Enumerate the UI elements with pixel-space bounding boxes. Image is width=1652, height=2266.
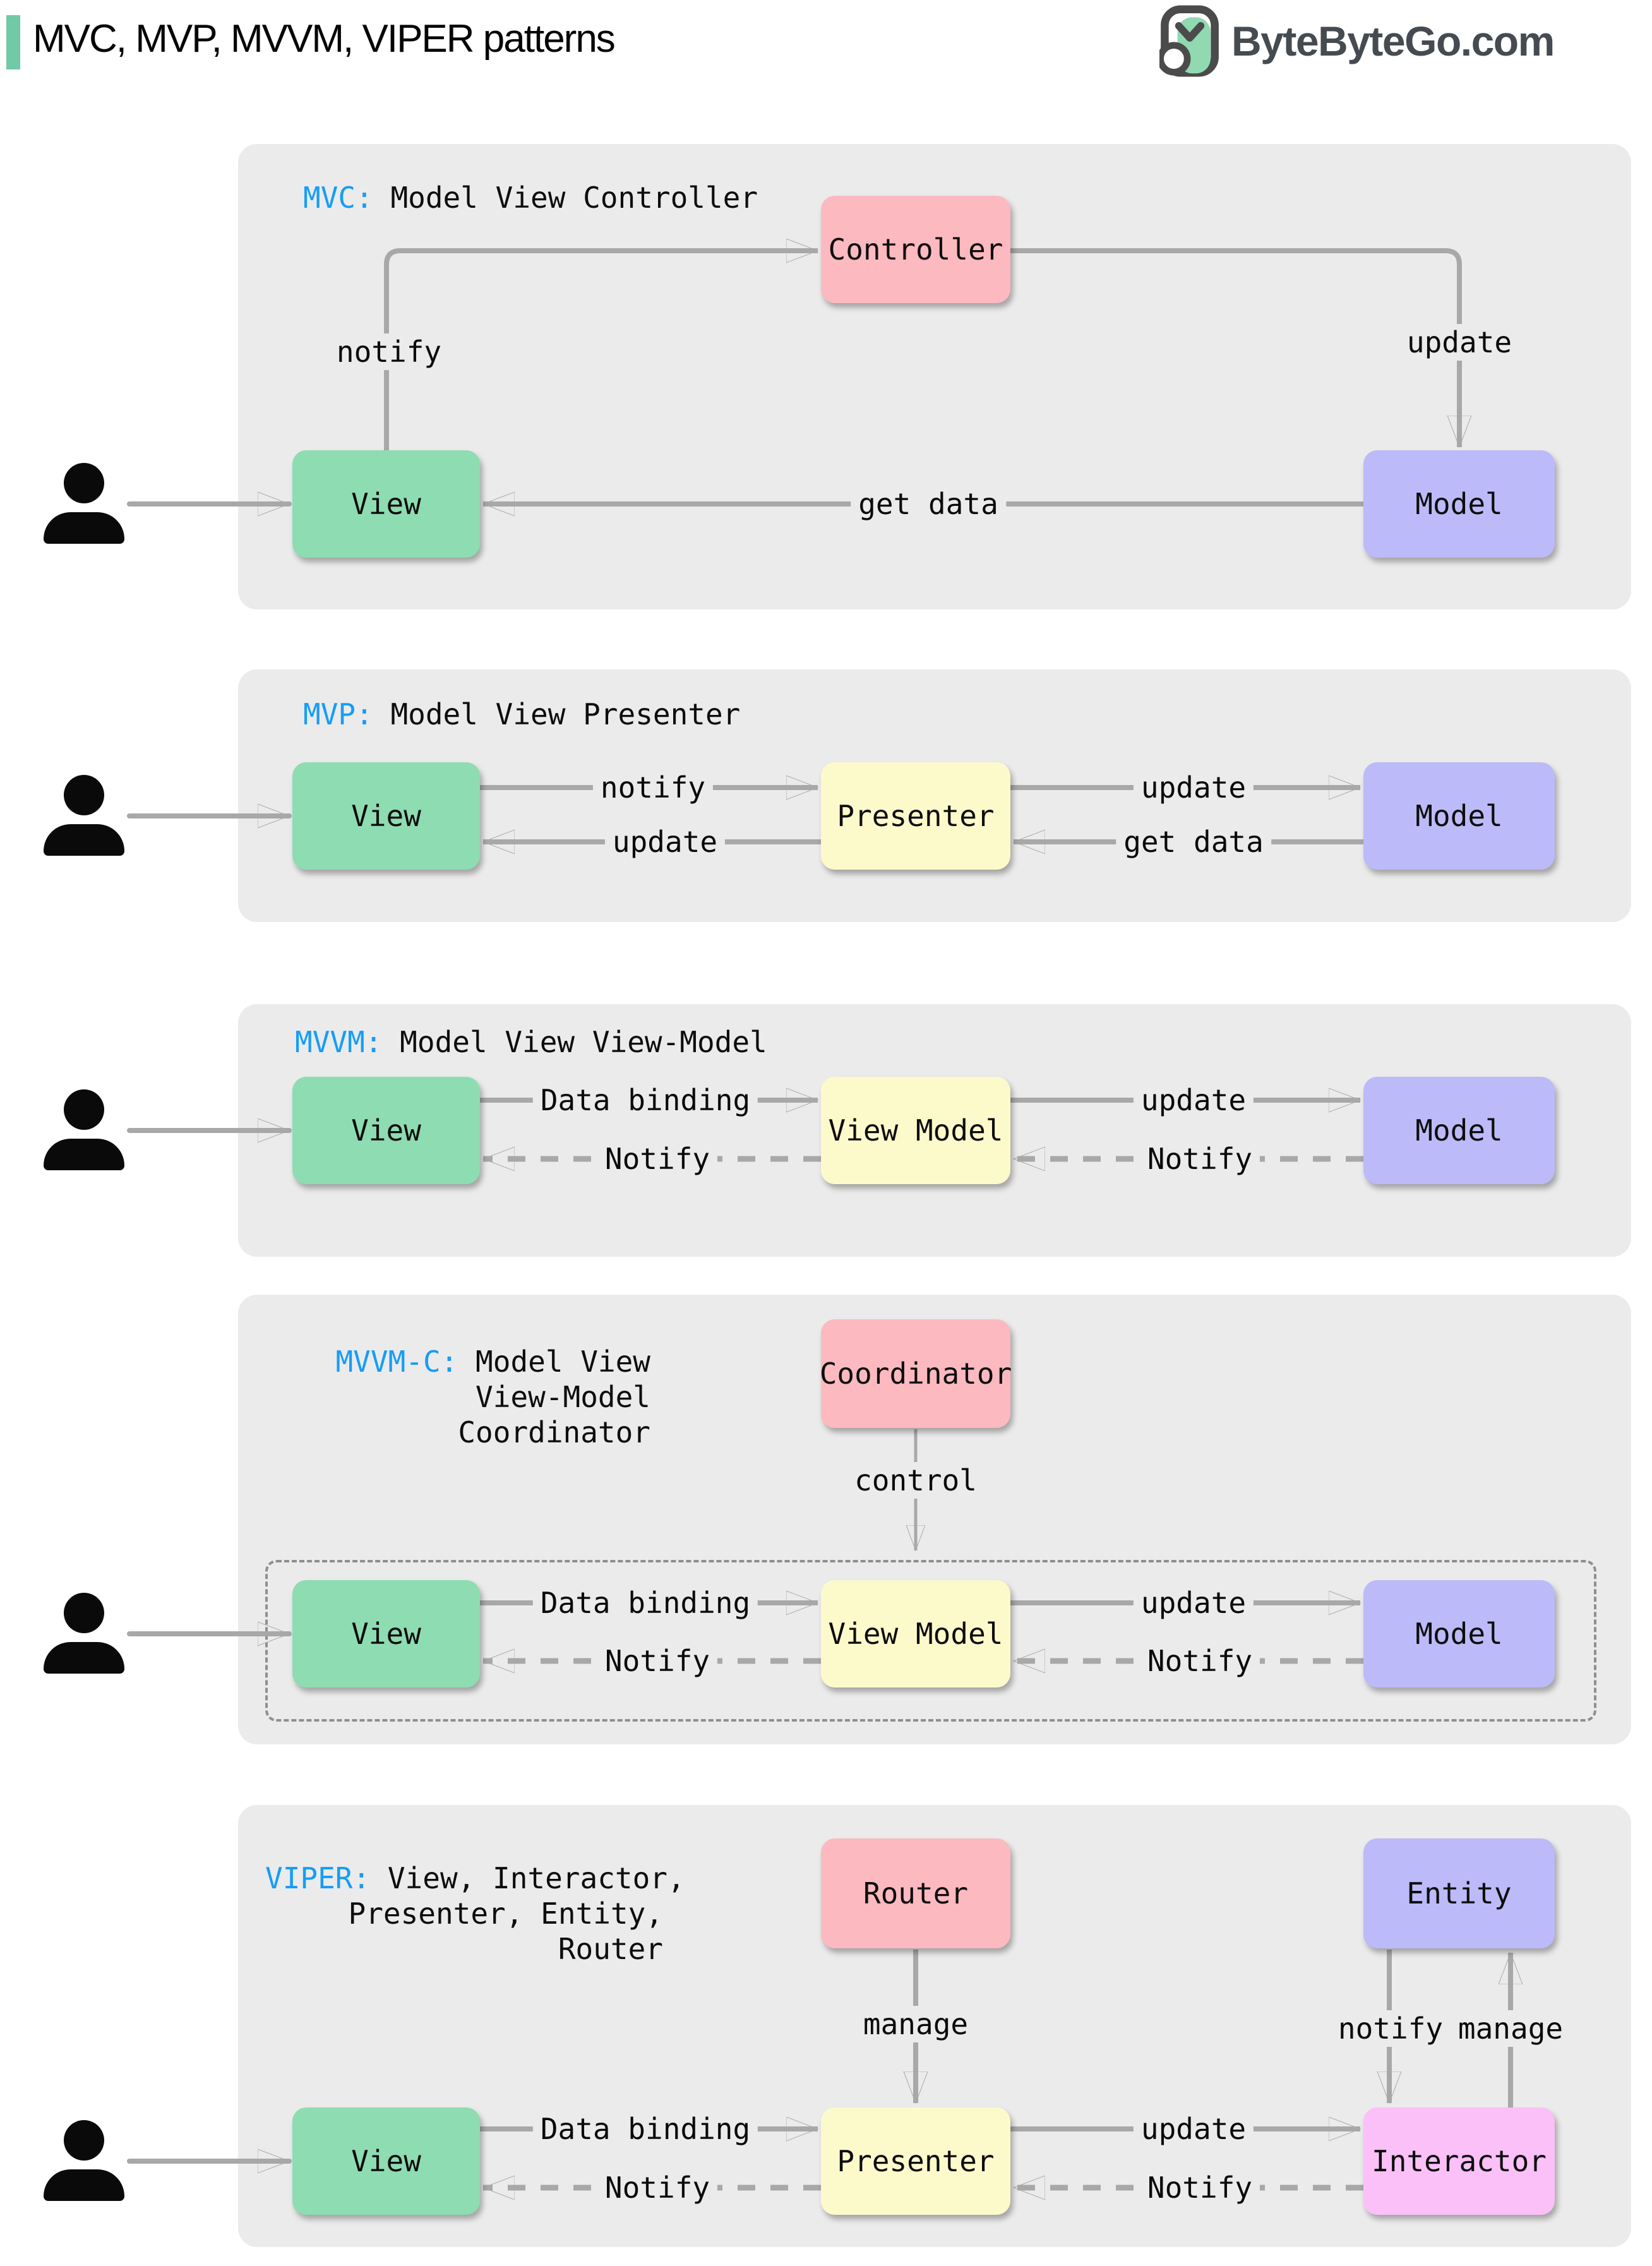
user-body: [44, 512, 124, 544]
box-mvvmc-view: View: [292, 1580, 480, 1688]
box-mvvm-model: Model: [1363, 1077, 1555, 1184]
user-head: [64, 1593, 104, 1633]
box-mvvmc-coordinator: Coordinator: [820, 1319, 1012, 1428]
user-body: [44, 1139, 124, 1170]
user-body: [44, 824, 124, 856]
bytebytego-logo-icon: [1159, 5, 1219, 77]
edge-label-viper-notify-entity: notify: [1330, 2010, 1451, 2047]
edge-label-mvvmc-data-binding: Data binding: [532, 1585, 758, 1621]
panel-title-mvvm-c: MVVM-C: Model View View-Model Coordinato…: [335, 1345, 650, 1449]
edge-label-mvvm-notify-vm: Notify: [1139, 1141, 1260, 1177]
box-mvp-model: Model: [1363, 762, 1555, 870]
box-mvp-presenter: Presenter: [821, 762, 1010, 870]
user-body: [44, 1642, 124, 1674]
box-mvvmc-model: Model: [1363, 1580, 1555, 1688]
edge-label-viper-update: update: [1133, 2111, 1254, 2147]
edge-label-mvvmc-control: control: [847, 1462, 985, 1499]
brand: ByteByteGo.com: [1159, 5, 1555, 77]
edge-label-mvvm-notify-view: Notify: [597, 1141, 718, 1177]
edge-label-mvc-notify: notify: [328, 333, 450, 370]
box-mvp-view: View: [292, 762, 480, 870]
user-head: [64, 1089, 104, 1130]
edge-label-mvvmc-notify-vm: Notify: [1139, 1643, 1260, 1679]
edge-label-viper-manage-entity: manage: [1450, 2010, 1571, 2047]
edge-label-mvc-get-data: get data: [851, 486, 1006, 522]
page-title: MVC, MVP, MVVM, VIPER patterns: [33, 17, 616, 61]
user-icon-mvvm: [44, 1089, 124, 1172]
edge-label-mvvmc-update: update: [1133, 1585, 1254, 1621]
edge-label-viper-notify-view: Notify: [597, 2169, 718, 2206]
panel-title-mvp: MVP: Model View Presenter: [303, 697, 741, 731]
box-mvvm-viewmodel: View Model: [821, 1077, 1010, 1184]
edge-label-mvp-update-view: update: [604, 824, 726, 860]
user-head: [64, 775, 104, 815]
title-accent-bar: [6, 15, 20, 69]
box-viper-entity: Entity: [1363, 1838, 1555, 1948]
box-mvc-model: Model: [1363, 450, 1555, 558]
edge-label-mvp-get-data: get data: [1116, 824, 1271, 860]
box-viper-router: Router: [821, 1838, 1010, 1948]
edge-label-mvp-notify: notify: [592, 769, 714, 806]
edge-label-mvvmc-notify-view: Notify: [597, 1643, 718, 1679]
box-viper-view: View: [292, 2107, 480, 2215]
user-icon-viper: [44, 2120, 124, 2202]
edge-label-mvvm-update: update: [1133, 1082, 1254, 1118]
box-mvvm-view: View: [292, 1077, 480, 1184]
box-mvvmc-viewmodel: View Model: [821, 1580, 1010, 1688]
user-body: [44, 2169, 124, 2201]
user-head: [64, 2120, 104, 2161]
panel-title-mvc: MVC: Model View Controller: [303, 181, 758, 215]
user-icon-mvc: [44, 463, 124, 545]
box-mvc-controller: Controller: [821, 196, 1010, 303]
panel-title-viper: VIPER: View, Interactor, Presenter, Enti…: [265, 1861, 685, 1966]
box-mvc-view: View: [292, 450, 480, 558]
brand-text: ByteByteGo.com: [1231, 18, 1555, 64]
edge-label-mvp-update-model: update: [1133, 769, 1254, 806]
edge-label-viper-manage-router: manage: [855, 2006, 976, 2042]
user-icon-mvp: [44, 775, 124, 857]
edge-label-mvvm-data-binding: Data binding: [532, 1082, 758, 1118]
edge-label-mvc-update: update: [1399, 324, 1520, 361]
user-head: [64, 463, 104, 503]
box-viper-presenter: Presenter: [821, 2107, 1010, 2215]
box-viper-interactor: Interactor: [1363, 2107, 1555, 2215]
panel-title-mvvm: MVVM: Model View View-Model: [295, 1025, 767, 1059]
edge-label-viper-data-binding: Data binding: [532, 2111, 758, 2147]
edge-label-viper-notify-presenter: Notify: [1139, 2169, 1260, 2206]
user-icon-mvvm-c: [44, 1593, 124, 1675]
